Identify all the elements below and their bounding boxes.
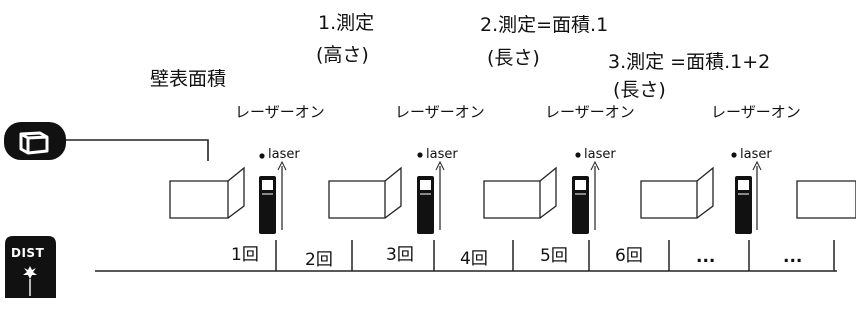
wall-panel xyxy=(796,180,856,219)
laser-text: laser xyxy=(584,147,616,162)
connector-line xyxy=(66,139,209,161)
laser-device xyxy=(572,160,600,234)
laser-marker-icon xyxy=(417,152,423,158)
count-2: 2回 xyxy=(305,250,333,270)
step1-sublabel: (高さ) xyxy=(316,44,369,66)
area-function-icon xyxy=(19,131,49,155)
step2-label: 2.測定=面積.1 xyxy=(480,14,609,36)
wall-panel xyxy=(169,166,245,219)
diagram-title: 壁表面積 xyxy=(150,68,227,90)
count-5: 5回 xyxy=(540,246,568,266)
laser-on-label: レーザーオン xyxy=(711,103,801,121)
laser-device xyxy=(259,160,287,234)
laser-text: laser xyxy=(426,147,458,162)
area-function-button[interactable] xyxy=(4,122,66,160)
count-3: 3回 xyxy=(386,245,414,265)
laser-on-label: レーザーオン xyxy=(395,103,485,121)
dist-button[interactable] xyxy=(5,236,56,298)
laser-on-label: レーザーオン xyxy=(235,103,325,121)
laser-on-label: レーザーオン xyxy=(545,103,635,121)
laser-marker-icon xyxy=(259,153,265,159)
wall-panel xyxy=(483,166,557,219)
step2-sublabel: (長さ) xyxy=(487,47,540,69)
count-4: 4回 xyxy=(460,249,488,269)
laser-text: laser xyxy=(268,147,300,162)
laser-device xyxy=(417,160,445,234)
wall-panel xyxy=(640,166,714,219)
count-ruler xyxy=(95,240,837,272)
count-1: 1回 xyxy=(231,245,259,265)
step3-label: 3.測定 =面積.1+2 xyxy=(608,51,771,73)
dist-button-label: DIST xyxy=(11,246,45,260)
laser-text: laser xyxy=(740,147,772,162)
laser-emitter-icon xyxy=(23,266,37,279)
wall-panel xyxy=(328,166,402,219)
laser-marker-icon xyxy=(575,152,581,158)
count-more-1: ... xyxy=(696,247,716,267)
step3-sublabel: (長さ) xyxy=(613,79,666,101)
count-6: 6回 xyxy=(615,246,643,266)
step1-label: 1.測定 xyxy=(318,12,375,34)
laser-device xyxy=(735,160,762,234)
laser-marker-icon xyxy=(731,152,737,158)
count-more-2: ... xyxy=(783,247,803,267)
